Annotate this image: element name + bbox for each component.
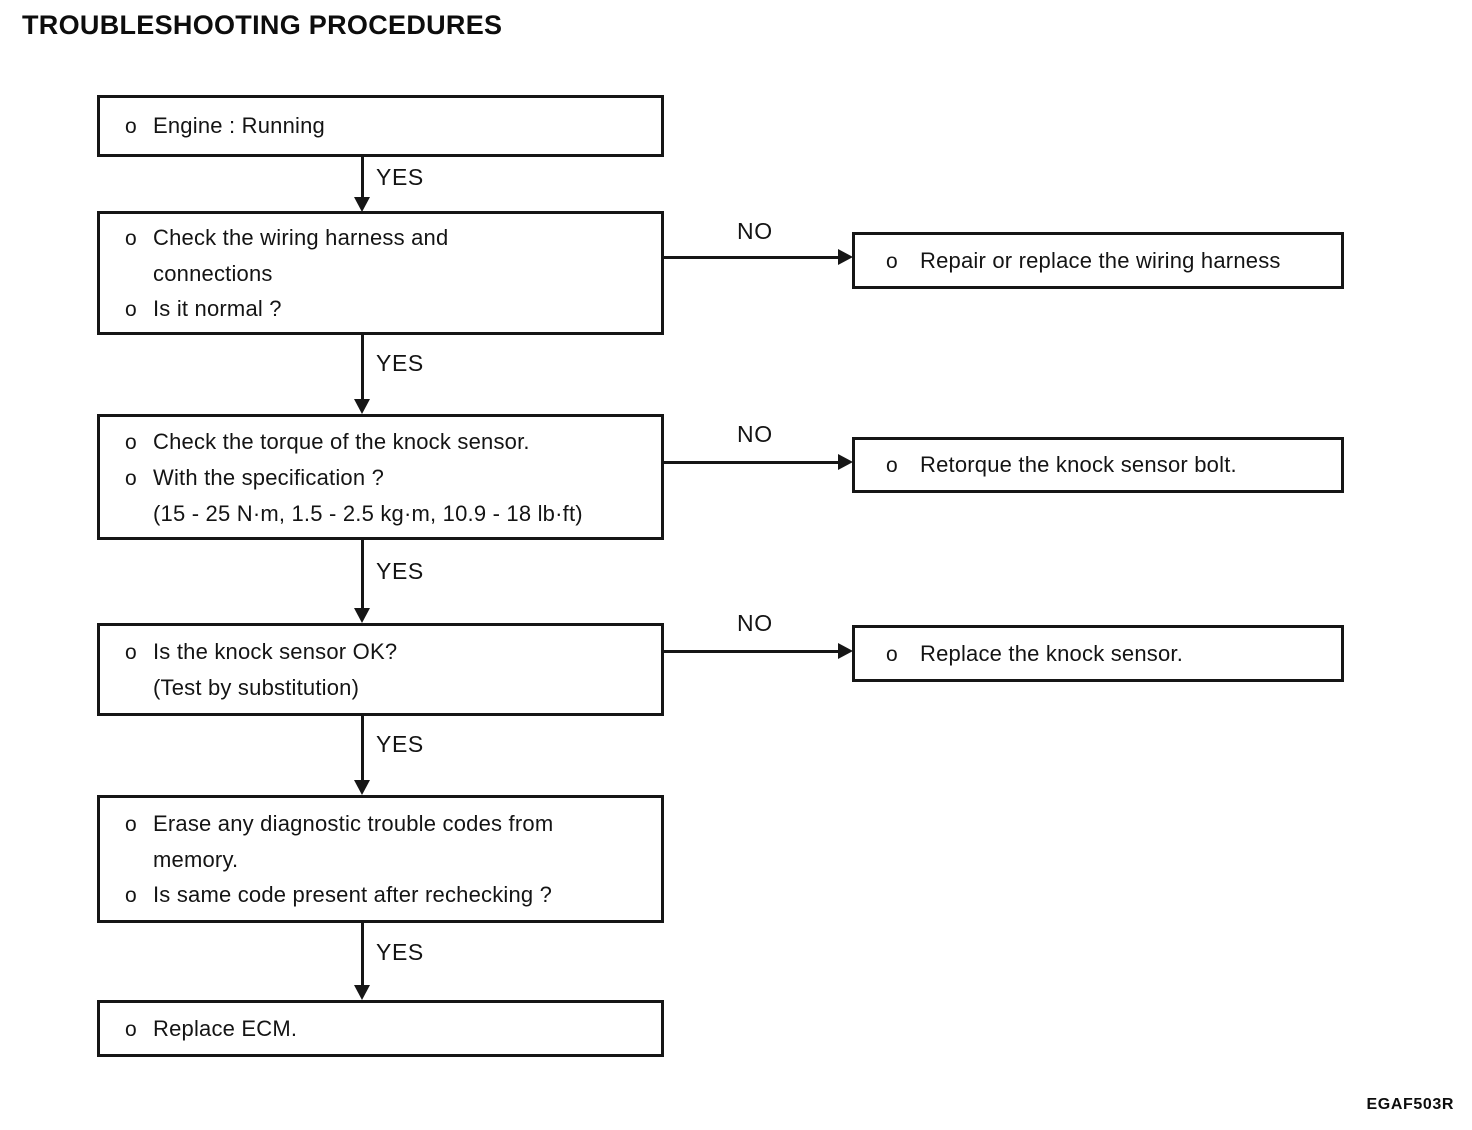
step-line: o Is it normal ? xyxy=(100,291,661,327)
step-line: o Engine : Running xyxy=(100,108,661,144)
bullet-marker: o xyxy=(886,642,898,666)
page-title: TROUBLESHOOTING PROCEDURES xyxy=(22,10,503,40)
yes-label: YES xyxy=(376,164,424,190)
step-text: Check the wiring harness and xyxy=(153,224,449,250)
action-line: o Replace the knock sensor. xyxy=(855,636,1341,672)
bullet-marker: o xyxy=(125,883,137,907)
yes-connector-line-5 xyxy=(361,923,364,986)
step-line: o Check the torque of the knock sensor. xyxy=(100,424,661,460)
down-arrow-icon xyxy=(354,608,370,623)
right-arrow-icon xyxy=(838,454,853,470)
no-label: NO xyxy=(737,421,773,447)
action-line: o Repair or replace the wiring harness xyxy=(855,243,1341,279)
step-line: o Is same code present after rechecking … xyxy=(100,877,661,913)
bullet-marker: o xyxy=(125,812,137,836)
action-text: Replace the knock sensor. xyxy=(920,640,1184,666)
down-arrow-icon xyxy=(354,399,370,414)
step-text: Is the knock sensor OK? xyxy=(153,639,398,664)
action-retorque-knock-sensor-bolt: o Retorque the knock sensor bolt. xyxy=(852,437,1344,493)
step-engine-running: o Engine : Running xyxy=(97,95,664,157)
bullet-marker: o xyxy=(125,115,137,138)
right-arrow-icon xyxy=(838,643,853,659)
action-line: o Retorque the knock sensor bolt. xyxy=(855,447,1341,483)
step-text: Is same code present after rechecking ? xyxy=(153,881,553,907)
step-line: o Erase any diagnostic trouble codes fro… xyxy=(100,806,661,842)
step-text: memory. xyxy=(153,846,239,872)
step-check-knock-sensor-torque: o Check the torque of the knock sensor. … xyxy=(97,414,664,540)
bullet-marker: o xyxy=(886,454,898,477)
yes-label: YES xyxy=(376,939,424,965)
no-connector-line-2 xyxy=(664,461,838,464)
yes-label: YES xyxy=(376,731,424,757)
action-replace-knock-sensor: o Replace the knock sensor. xyxy=(852,625,1344,682)
step-line: connections xyxy=(100,256,661,291)
step-text: Engine : Running xyxy=(153,113,325,138)
step-replace-ecm: o Replace ECM. xyxy=(97,1000,664,1057)
yes-connector-line-3 xyxy=(361,540,364,609)
step-line: memory. xyxy=(100,842,661,877)
down-arrow-icon xyxy=(354,780,370,795)
bullet-marker: o xyxy=(125,641,137,664)
step-line: o Is the knock sensor OK? xyxy=(100,634,661,670)
bullet-marker: o xyxy=(125,1017,137,1041)
step-line: (15 - 25 N·m, 1.5 - 2.5 kg·m, 10.9 - 18 … xyxy=(100,496,661,531)
down-arrow-icon xyxy=(354,985,370,1000)
yes-connector-line-4 xyxy=(361,716,364,781)
action-repair-wiring-harness: o Repair or replace the wiring harness xyxy=(852,232,1344,289)
step-line: o With the specification ? xyxy=(100,460,661,496)
bullet-marker: o xyxy=(886,249,898,273)
step-check-wiring-harness: o Check the wiring harness and connectio… xyxy=(97,211,664,335)
right-arrow-icon xyxy=(838,249,853,265)
step-line: o Check the wiring harness and xyxy=(100,220,661,256)
no-connector-line-3 xyxy=(664,650,838,653)
step-text: (15 - 25 N·m, 1.5 - 2.5 kg·m, 10.9 - 18 … xyxy=(153,500,583,526)
no-label: NO xyxy=(737,610,773,636)
step-text: With the specification ? xyxy=(153,464,385,490)
yes-label: YES xyxy=(376,558,424,584)
yes-connector-line-1 xyxy=(361,157,364,198)
bullet-marker: o xyxy=(125,226,137,250)
step-text: Replace ECM. xyxy=(153,1015,298,1041)
no-label: NO xyxy=(737,218,773,244)
bullet-marker: o xyxy=(125,297,137,321)
step-text: Check the torque of the knock sensor. xyxy=(153,428,530,454)
down-arrow-icon xyxy=(354,197,370,212)
step-text: Erase any diagnostic trouble codes from xyxy=(153,810,554,836)
step-line: o Replace ECM. xyxy=(100,1011,661,1047)
bullet-marker: o xyxy=(125,466,137,490)
step-text: (Test by substitution) xyxy=(153,675,360,700)
step-erase-trouble-codes: o Erase any diagnostic trouble codes fro… xyxy=(97,795,664,923)
yes-label: YES xyxy=(376,350,424,376)
figure-code: EGAF503R xyxy=(1366,1096,1454,1113)
no-connector-line-1 xyxy=(664,256,838,259)
step-text: Is it normal ? xyxy=(153,295,282,321)
yes-connector-line-2 xyxy=(361,335,364,400)
bullet-marker: o xyxy=(125,430,137,454)
action-text: Retorque the knock sensor bolt. xyxy=(920,452,1237,477)
step-knock-sensor-ok: o Is the knock sensor OK? (Test by subst… xyxy=(97,623,664,716)
action-text: Repair or replace the wiring harness xyxy=(920,247,1281,273)
step-line: (Test by substitution) xyxy=(100,670,661,705)
step-text: connections xyxy=(153,260,273,286)
